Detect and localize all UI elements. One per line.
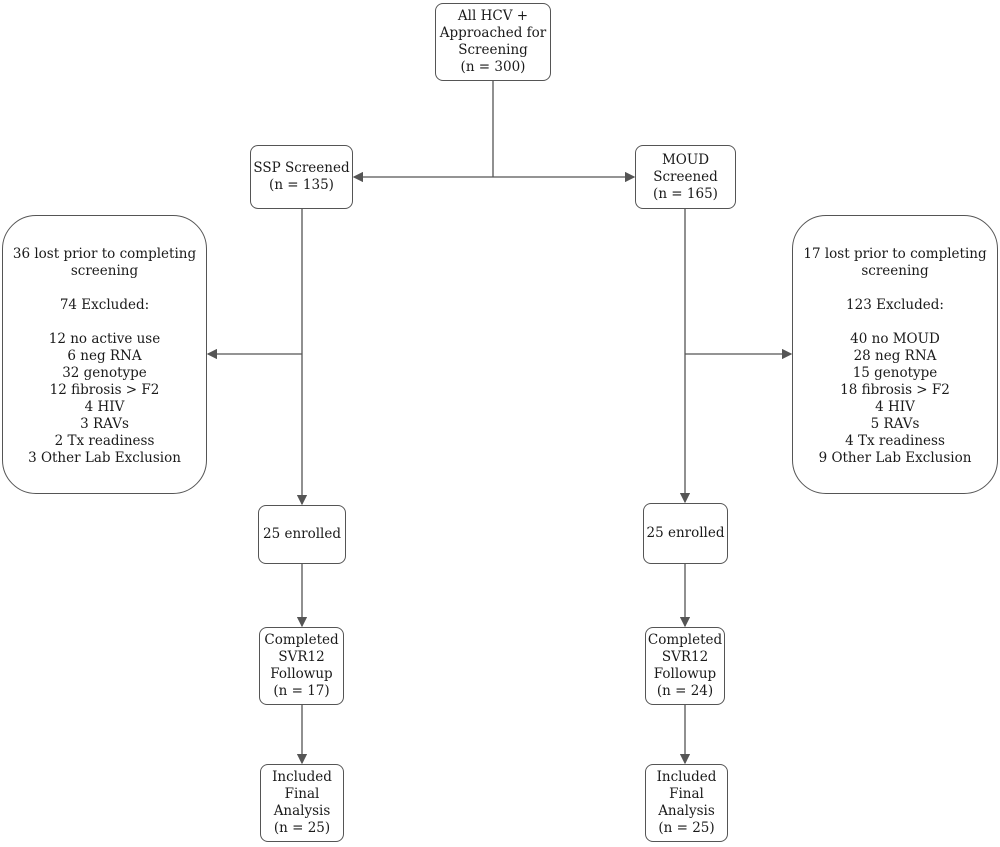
excluded-header: 123 Excluded:	[846, 297, 944, 313]
exclusion-reason: 40 no MOUD	[850, 331, 940, 347]
exclusion-reason: 15 genotype	[852, 365, 938, 381]
node-line: Completed	[647, 632, 723, 648]
node-line: Analysis	[273, 803, 331, 819]
exclusion-reason: 12 fibrosis > F2	[49, 382, 160, 398]
node-line: (n = 135)	[269, 177, 334, 193]
node-ssp-enrolled: 25 enrolled	[258, 505, 346, 564]
node-line: SVR12	[278, 649, 325, 665]
node-line: Followup	[270, 666, 333, 682]
exclusion-reason: 2 Tx readiness	[54, 433, 155, 449]
node-line: Analysis	[658, 803, 715, 819]
exclusion-reason: 32 genotype	[62, 365, 147, 381]
exclusion-reason: 5 RAVs	[870, 416, 920, 432]
node-line: Completed	[264, 632, 339, 648]
node-line: Final	[284, 786, 320, 802]
exclusion-reason: 4 HIV	[875, 399, 915, 415]
lost-text: screening	[861, 263, 929, 279]
lost-text: 17 lost prior to completing	[803, 246, 987, 262]
node-line: Included	[272, 769, 332, 785]
node-line: (n = 17)	[273, 683, 330, 699]
node-line: Screening	[458, 42, 528, 58]
node-moud-excluded: 17 lost prior to completing screening 12…	[792, 215, 998, 494]
node-line: 25 enrolled	[646, 525, 725, 541]
node-moud-enrolled: 25 enrolled	[643, 503, 728, 564]
node-all-hcv-approached: All HCV + Approached for Screening (n = …	[435, 3, 551, 81]
exclusion-reason: 4 Tx readiness	[845, 433, 945, 449]
exclusion-reason: 4 HIV	[84, 399, 125, 415]
node-line: 25 enrolled	[262, 526, 341, 542]
node-moud-included: Included Final Analysis (n = 25)	[645, 764, 728, 842]
node-line: (n = 165)	[653, 185, 718, 202]
node-line: Final	[669, 786, 704, 802]
node-line: All HCV +	[457, 8, 529, 24]
node-ssp-screened: SSP Screened (n = 135)	[250, 145, 353, 209]
node-line: Screened	[653, 168, 718, 185]
lost-text: screening	[70, 263, 139, 279]
exclusion-reason: 28 neg RNA	[853, 348, 937, 364]
node-line: SVR12	[661, 649, 709, 665]
node-line: (n = 25)	[273, 820, 331, 836]
node-line: MOUD	[661, 151, 710, 168]
exclusion-reason: 6 neg RNA	[67, 348, 142, 364]
exclusion-reason: 9 Other Lab Exclusion	[818, 450, 972, 466]
node-line: (n = 300)	[460, 59, 526, 75]
node-ssp-excluded: 36 lost prior to completing screening 74…	[2, 215, 207, 494]
exclusion-reason: 18 fibrosis > F2	[840, 382, 950, 398]
node-ssp-included: Included Final Analysis (n = 25)	[260, 764, 344, 842]
lost-text: 36 lost prior to completing	[12, 246, 197, 262]
node-moud-screened: MOUD Screened (n = 165)	[635, 145, 736, 209]
excluded-header: 74 Excluded:	[59, 297, 150, 313]
node-line: SSP Screened	[253, 160, 350, 176]
node-line: Included	[656, 769, 717, 785]
node-line: Followup	[653, 666, 717, 682]
exclusion-reason: 3 Other Lab Exclusion	[28, 450, 181, 466]
exclusion-reason: 3 RAVs	[80, 416, 129, 432]
node-moud-completed: Completed SVR12 Followup (n = 24)	[645, 627, 725, 705]
node-line: (n = 24)	[656, 683, 714, 699]
node-line: Approached for	[439, 25, 547, 41]
node-ssp-completed: Completed SVR12 Followup (n = 17)	[259, 627, 344, 705]
exclusion-reason: 12 no active use	[48, 331, 161, 347]
node-line: (n = 25)	[658, 820, 715, 836]
